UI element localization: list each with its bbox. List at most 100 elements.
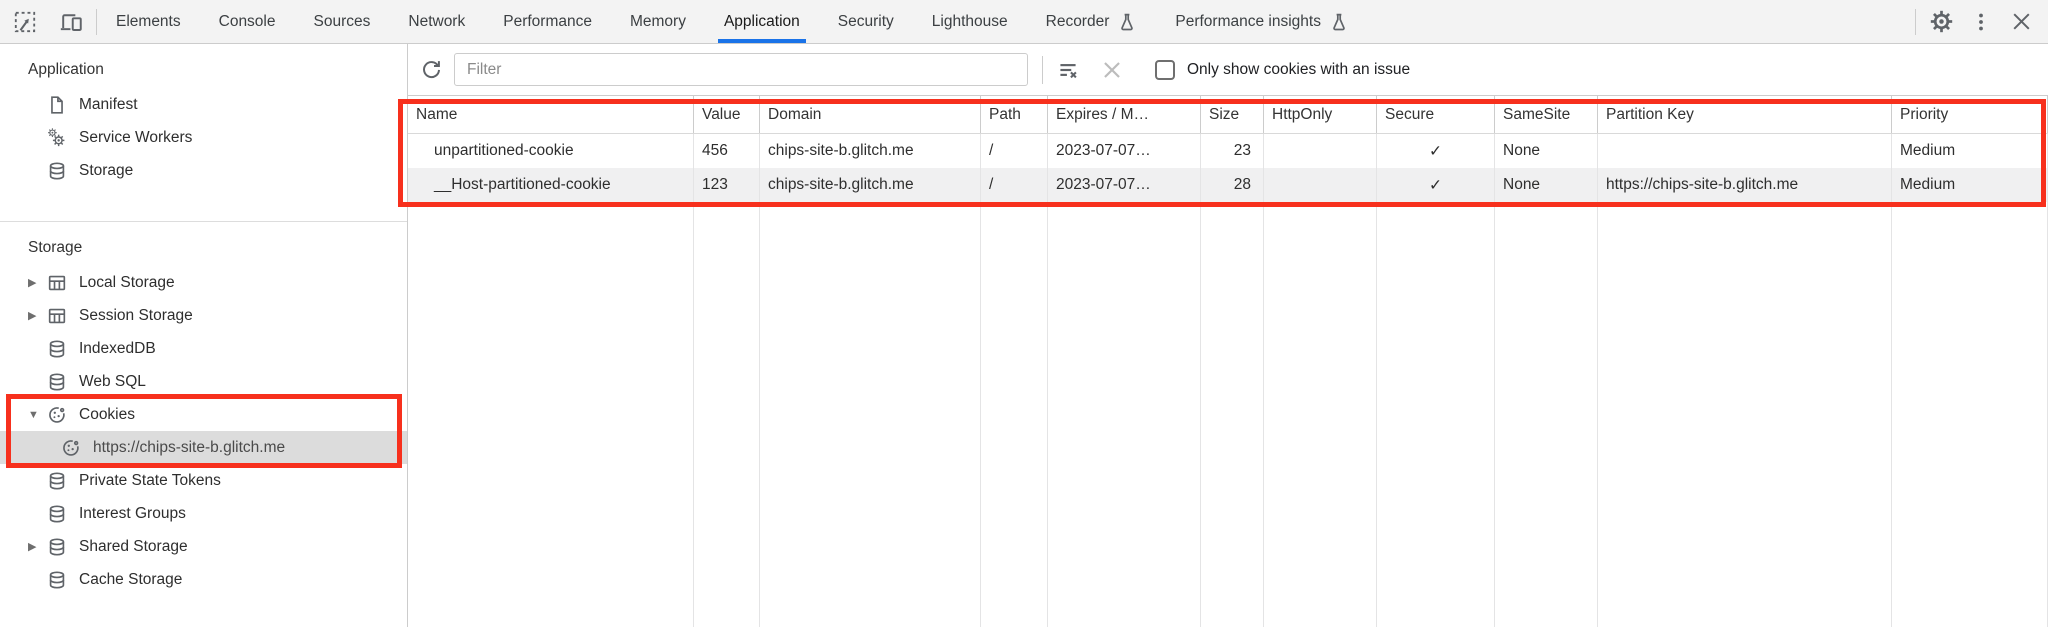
tab-recorder[interactable]: Recorder [1027, 0, 1157, 43]
refresh-icon[interactable] [416, 55, 446, 85]
sidebar-section-title-application: Application [28, 61, 104, 78]
devtools-tabbar: Elements Console Sources Network Perform… [0, 0, 2048, 44]
tab-security[interactable]: Security [819, 0, 913, 43]
tab-lighthouse[interactable]: Lighthouse [913, 0, 1027, 43]
grid-column-filler [1201, 202, 1264, 627]
sidebar-item-web-sql[interactable]: Web SQL [0, 365, 407, 398]
database-icon [46, 569, 68, 591]
cell-path: / [981, 168, 1048, 202]
cell-secure-checkmark: ✓ [1377, 134, 1495, 168]
inspect-cursor-icon[interactable] [10, 7, 40, 37]
cell-httponly [1264, 168, 1377, 202]
column-header-httponly[interactable]: HttpOnly [1264, 96, 1377, 133]
sidebar-item-manifest[interactable]: Manifest [0, 88, 407, 121]
tab-performance[interactable]: Performance [484, 0, 611, 43]
disclosure-triangle[interactable]: ▶ [28, 310, 37, 322]
sidebar-item-shared-storage[interactable]: ▶ Shared Storage [0, 530, 407, 563]
cookie-icon [46, 404, 68, 426]
kebab-menu-icon[interactable] [1966, 7, 1996, 37]
column-header-domain[interactable]: Domain [760, 96, 981, 133]
sidebar-section-title-storage: Storage [28, 239, 83, 256]
clear-filter-icon[interactable] [1053, 55, 1083, 85]
cell-expires: 2023-07-07… [1048, 168, 1201, 202]
column-header-path[interactable]: Path [981, 96, 1048, 133]
sidebar-item-label: IndexedDB [79, 339, 156, 357]
sidebar-item-cache-storage[interactable]: Cache Storage [0, 563, 407, 596]
cookies-group: ▼ Cookies https://chips-site-b.glitch.me [0, 394, 407, 468]
close-icon[interactable] [2006, 7, 2036, 37]
grid-column-filler [981, 202, 1048, 627]
tab-label: Security [837, 12, 894, 30]
database-icon [46, 338, 68, 360]
sidebar-item-service-workers[interactable]: Service Workers [0, 121, 407, 154]
sidebar-item-interest-groups[interactable]: Interest Groups [0, 497, 407, 530]
column-header-secure[interactable]: Secure [1377, 96, 1495, 133]
database-icon [46, 470, 68, 492]
clear-x-icon[interactable] [1097, 55, 1127, 85]
sidebar-item-cookies-origin[interactable]: https://chips-site-b.glitch.me [0, 431, 407, 464]
sidebar-item-label: Shared Storage [79, 537, 188, 555]
disclosure-triangle[interactable]: ▶ [28, 541, 37, 553]
tab-elements[interactable]: Elements [97, 0, 200, 43]
grid-column-filler [1495, 202, 1598, 627]
column-header-size[interactable]: Size [1201, 96, 1264, 133]
cell-value: 123 [694, 168, 760, 202]
sidebar-item-cookies[interactable]: ▼ Cookies [0, 398, 407, 431]
column-header-value[interactable]: Value [694, 96, 760, 133]
tab-label: Performance [503, 12, 592, 30]
sidebar-item-label: Storage [79, 161, 134, 179]
grid-column-filler [1377, 202, 1495, 627]
cookies-toolbar: Only show cookies with an issue [408, 44, 2048, 96]
column-header-name[interactable]: Name [408, 96, 694, 133]
tab-console[interactable]: Console [200, 0, 295, 43]
cookie-row-host-partitioned[interactable]: __Host-partitioned-cookie 123 chips-site… [408, 168, 2048, 202]
panel-tabs: Elements Console Sources Network Perform… [97, 0, 1368, 43]
disclosure-triangle[interactable]: ▶ [28, 277, 37, 289]
cookie-icon [60, 437, 82, 459]
grid-column-filler [1892, 202, 2048, 627]
cell-size: 28 [1201, 168, 1264, 202]
sidebar-item-indexeddb[interactable]: IndexedDB [0, 332, 407, 365]
cookie-table-empty-area [408, 202, 2048, 627]
cell-name: unpartitioned-cookie [408, 134, 694, 168]
table-grid-icon [46, 305, 68, 327]
tabbar-left-icons [0, 0, 96, 43]
tab-application[interactable]: Application [705, 0, 819, 43]
sidebar-item-label: Local Storage [79, 273, 175, 291]
column-header-samesite[interactable]: SameSite [1495, 96, 1598, 133]
cell-samesite: None [1495, 168, 1598, 202]
sidebar-item-label: Web SQL [79, 372, 146, 390]
column-header-expires[interactable]: Expires / M… [1048, 96, 1201, 133]
sidebar-item-storage[interactable]: Storage [0, 154, 407, 187]
flask-icon [1333, 13, 1345, 30]
column-header-partition-key[interactable]: Partition Key [1598, 96, 1892, 133]
sidebar-item-private-state-tokens[interactable]: Private State Tokens [0, 464, 407, 497]
cookie-filter-input[interactable] [454, 53, 1028, 86]
cookie-table-header: Name Value Domain Path Expires / M… Size… [408, 96, 2048, 134]
device-toolbar-icon[interactable] [56, 7, 86, 37]
cell-domain: chips-site-b.glitch.me [760, 168, 981, 202]
cell-samesite: None [1495, 134, 1598, 168]
sidebar-item-local-storage[interactable]: ▶ Local Storage [0, 266, 407, 299]
sidebar-item-label: https://chips-site-b.glitch.me [93, 438, 286, 456]
sidebar-item-session-storage[interactable]: ▶ Session Storage [0, 299, 407, 332]
cell-domain: chips-site-b.glitch.me [760, 134, 981, 168]
tab-performance-insights[interactable]: Performance insights [1156, 0, 1368, 43]
grid-column-filler [1598, 202, 1892, 627]
sidebar-item-label: Private State Tokens [79, 471, 221, 489]
tab-label: Elements [116, 12, 181, 30]
tab-label: Sources [313, 12, 371, 30]
cookie-table: Name Value Domain Path Expires / M… Size… [398, 96, 2048, 627]
tabbar-separator [1915, 8, 1916, 35]
tab-sources[interactable]: Sources [295, 0, 390, 43]
disclosure-triangle[interactable]: ▼ [28, 408, 39, 421]
cookie-row-unpartitioned[interactable]: unpartitioned-cookie 456 chips-site-b.gl… [408, 134, 2048, 168]
tab-label: Recorder [1045, 12, 1110, 30]
only-issue-checkbox[interactable] [1155, 59, 1175, 80]
application-sidebar: Application Manifest [0, 44, 408, 627]
tab-network[interactable]: Network [389, 0, 484, 43]
settings-gear-icon[interactable] [1926, 7, 1956, 37]
tab-memory[interactable]: Memory [611, 0, 705, 43]
column-header-priority[interactable]: Priority [1892, 96, 2048, 133]
database-icon [46, 503, 68, 525]
